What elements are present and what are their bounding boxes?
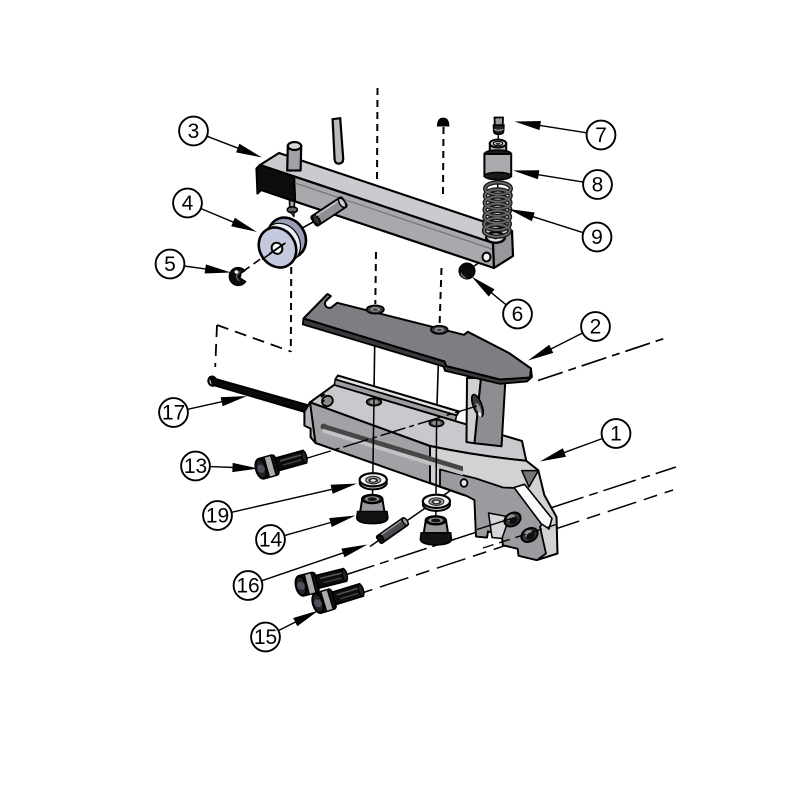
svg-text:16: 16 <box>236 575 259 598</box>
svg-text:5: 5 <box>164 253 176 276</box>
svg-text:7: 7 <box>595 124 607 147</box>
svg-text:9: 9 <box>591 226 603 249</box>
svg-text:14: 14 <box>259 529 283 552</box>
svg-text:6: 6 <box>512 303 524 326</box>
svg-text:2: 2 <box>590 316 602 339</box>
svg-text:15: 15 <box>254 626 277 649</box>
svg-text:8: 8 <box>592 174 604 197</box>
svg-text:13: 13 <box>184 455 207 478</box>
svg-text:3: 3 <box>188 120 200 143</box>
svg-text:17: 17 <box>162 402 185 425</box>
svg-text:4: 4 <box>182 192 194 215</box>
svg-text:19: 19 <box>206 505 229 528</box>
svg-text:1: 1 <box>610 423 622 446</box>
